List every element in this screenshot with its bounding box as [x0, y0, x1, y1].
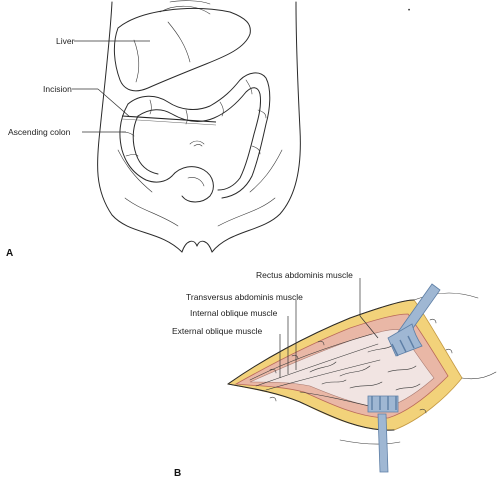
svg-text:•: •	[408, 8, 410, 14]
transversus-abdominis-label: Transversus abdominis muscle	[186, 292, 303, 302]
incision-line	[121, 115, 217, 123]
panel-b-letter: B	[174, 468, 181, 479]
ascending-colon-label: Ascending colon	[8, 127, 71, 137]
panel-a-letter: A	[6, 248, 13, 259]
rectus-abdominis-label: Rectus abdominis muscle	[256, 270, 353, 280]
upper-retractor	[387, 283, 441, 357]
external-oblique-label: External oblique muscle	[172, 326, 263, 336]
liver-shape	[113, 8, 251, 92]
colon-illustration	[119, 72, 271, 203]
liver-label: Liver	[56, 36, 75, 46]
peritoneum-layer	[249, 329, 435, 409]
lower-retractor	[367, 395, 399, 473]
incision-label: Incision	[43, 84, 72, 94]
torso-illustration	[97, 0, 301, 253]
internal-oblique-label: Internal oblique muscle	[190, 308, 278, 318]
